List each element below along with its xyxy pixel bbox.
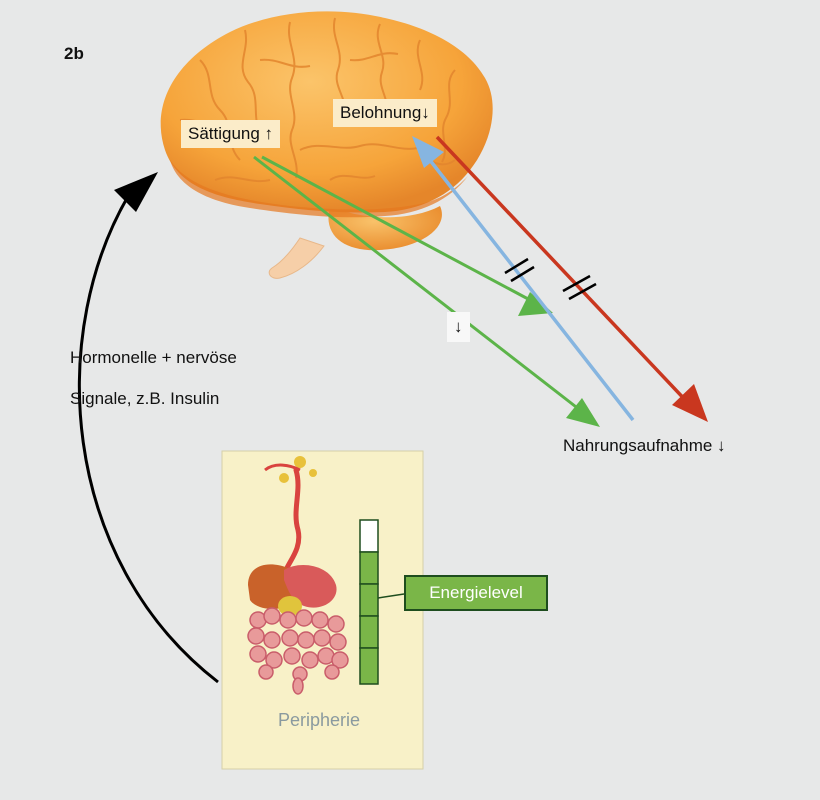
blue-arrow (412, 136, 635, 422)
green-arrow-lower (253, 155, 600, 427)
digestive-system-illustration (247, 456, 349, 695)
peripherie-panel (221, 450, 424, 770)
signal-text-line2: Signale, z.B. Insulin (70, 389, 220, 408)
saettigung-label: Sättigung ↑ (181, 120, 281, 148)
brain-illustration (160, 11, 493, 279)
energy-level-label: Energielevel (404, 575, 548, 611)
signal-text-line1: Hormonelle + nervöse (70, 348, 237, 367)
nahrungsaufnahme-label: Nahrungsaufnahme ↓ (563, 436, 726, 455)
panel-label: 2b (64, 44, 84, 63)
peripherie-label: Peripherie (278, 710, 361, 730)
energy-level-bar (359, 519, 405, 685)
red-arrow (435, 135, 708, 422)
energy-level-connector (377, 593, 405, 599)
green-arrow-upper (261, 155, 553, 316)
signal-feedback-arrow (77, 172, 219, 684)
red-arrow-break-mark (562, 274, 597, 301)
belohnung-label: Belohnung↓ (333, 99, 437, 127)
blue-arrow-break-mark (504, 257, 535, 283)
mid-arrow-label: ↓ (447, 312, 470, 342)
